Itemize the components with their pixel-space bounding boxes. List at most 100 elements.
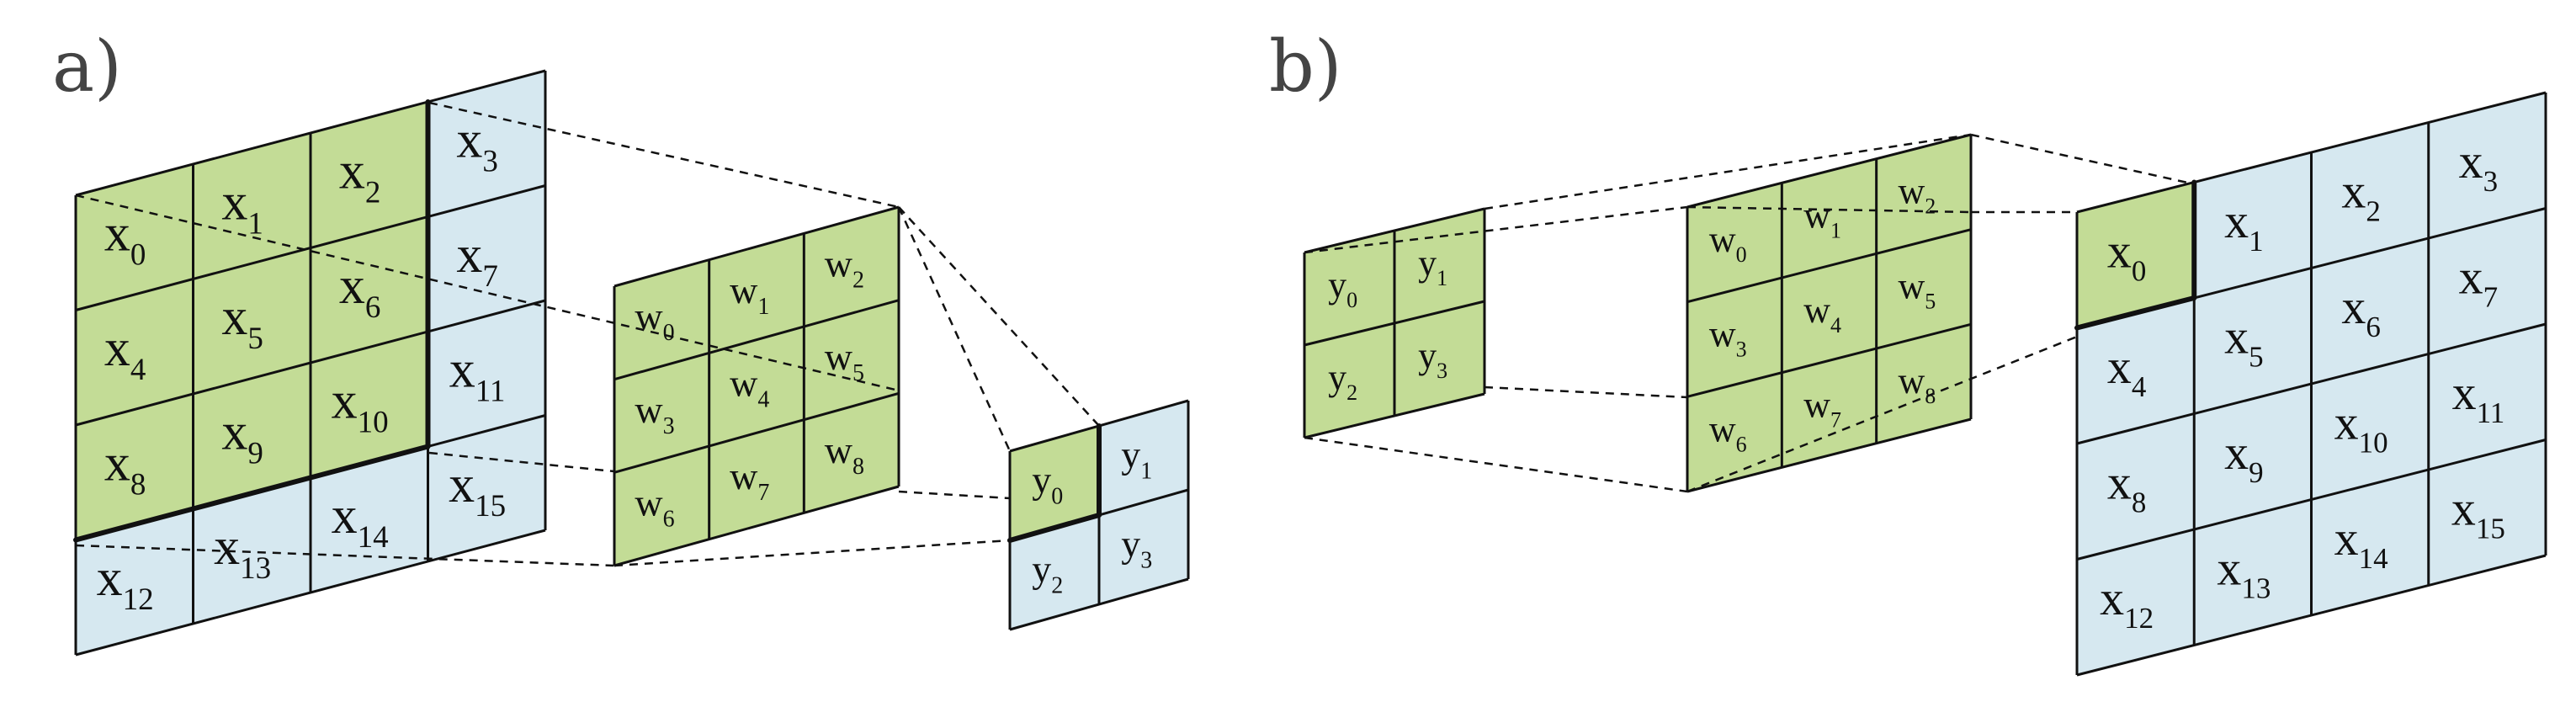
a-input-hline	[75, 184, 546, 311]
a-kernel-cell-1	[709, 233, 805, 354]
b-input-cell-2	[1304, 323, 1394, 438]
b-output-cell-6	[2311, 238, 2429, 384]
a-input-cell-2	[311, 102, 428, 248]
a-input-label-5: x5	[221, 289, 263, 356]
a-output-label-1: y1	[1121, 433, 1152, 485]
a-input-cell-8	[76, 394, 194, 540]
a-kernel-label-1: w1	[730, 268, 769, 320]
b-projection-line-3	[1686, 205, 1972, 214]
b-projection-line-1	[1970, 133, 2192, 185]
a-input-label-8: x8	[104, 434, 146, 502]
b-kernel-cell-3	[1687, 278, 1782, 397]
b-output-hline	[2076, 322, 2547, 445]
b-output-cell-5	[2194, 268, 2312, 414]
a-input-label-10: x10	[332, 372, 389, 439]
b-kernel-label-0: w0	[1709, 219, 1747, 267]
a-input-cell-4	[76, 279, 194, 425]
a-input-label-11: x11	[449, 341, 506, 408]
b-kernel-label-8: w8	[1899, 360, 1936, 408]
a-kernel-hline	[613, 391, 900, 474]
a-input-cell-13	[193, 477, 311, 624]
b-input-label-3: y3	[1418, 335, 1447, 383]
a-output-cell-0	[1010, 426, 1099, 540]
a-kernel-cell-0	[614, 259, 709, 380]
b-kernel-cell-2	[1876, 135, 1971, 254]
a-kernel-label-4: w4	[730, 362, 769, 413]
b-projection-line-5	[1304, 436, 1688, 493]
b-kernel-label-1: w1	[1803, 194, 1841, 242]
b-output-label-11: x11	[2452, 365, 2505, 429]
b-kernel-cell-8	[1876, 324, 1971, 444]
b-projection-line-0	[1484, 133, 1972, 210]
b-input-label-2: y2	[1328, 357, 1357, 405]
a-input-label-9: x9	[221, 403, 263, 470]
b-output-hline	[2076, 554, 2547, 677]
a-kernel-cell-2	[804, 207, 899, 327]
b-kernel-cell-1	[1782, 158, 1877, 278]
b-input-hline	[1304, 207, 1485, 254]
a-kernel-label-8: w8	[825, 428, 864, 480]
a-output-label-3: y3	[1121, 523, 1152, 574]
a-input-hline	[75, 299, 546, 427]
a-kernel-cell-7	[709, 419, 805, 540]
b-output-cell-11	[2428, 324, 2546, 470]
b-kernel-hline	[1686, 417, 1972, 493]
b-projection-line-2	[1304, 205, 1688, 254]
a-output-cell-1	[1099, 401, 1188, 515]
a-output-label-0: y0	[1032, 459, 1063, 510]
a-kernel-hline	[613, 485, 900, 567]
a-projection-line-7	[897, 206, 1012, 452]
b-kernel-label-5: w5	[1899, 265, 1936, 313]
a-input-highlight-border	[308, 444, 431, 481]
cell-labels: x0x1x2x3x4x5x6x7x8x9x10x11x12x13x14x15w0…	[97, 111, 2505, 635]
a-input-cell-5	[193, 247, 311, 394]
a-input-cell-0	[76, 164, 194, 311]
b-output-label-14: x14	[2334, 511, 2388, 575]
b-output-cell-0	[2077, 182, 2195, 328]
a-kernel-cell-8	[804, 393, 899, 513]
a-output-cell-3	[1099, 490, 1188, 604]
b-output-label-3: x3	[2459, 134, 2499, 198]
a-input-cell-6	[311, 216, 428, 363]
a-input-cell-1	[193, 133, 311, 279]
a-input-cell-10	[311, 332, 428, 478]
a-input-cell-9	[193, 363, 311, 509]
a-input-highlight-border	[190, 475, 313, 512]
b-projection-line-6	[1686, 335, 2078, 493]
a-kernel-cell-4	[709, 327, 805, 446]
a-input-label-2: x2	[339, 142, 381, 210]
a-output-highlight-border	[1007, 513, 1102, 543]
b-output-cell-7	[2428, 208, 2546, 354]
b-input-cell-1	[1394, 209, 1485, 323]
a-kernel-cell-6	[614, 446, 709, 566]
a-input-label-14: x14	[332, 487, 389, 555]
b-output-cell-2	[2311, 122, 2429, 268]
b-kernel-hline	[1686, 228, 1972, 304]
a-kernel-label-3: w3	[635, 388, 674, 439]
a-output-cell-2	[1010, 515, 1099, 630]
b-kernel-cell-5	[1876, 229, 1971, 348]
a-projection-line-3	[428, 451, 615, 473]
b-output-label-2: x2	[2341, 164, 2381, 228]
a-projection-line-5	[613, 539, 1011, 567]
a-input-cell-11	[428, 300, 545, 447]
b-output-cell-12	[2077, 529, 2195, 675]
b-output-label-0: x0	[2107, 224, 2147, 288]
b-output-label-10: x10	[2334, 396, 2388, 460]
a-kernel-label-6: w6	[635, 481, 674, 533]
b-output-cell-1	[2194, 152, 2312, 298]
a-input-label-4: x4	[104, 320, 146, 387]
b-kernel-hline	[1686, 133, 1972, 209]
b-output-label-7: x7	[2459, 250, 2499, 314]
a-input-label-6: x6	[339, 258, 381, 325]
b-output-cell-13	[2194, 499, 2312, 646]
b-output-label-8: x8	[2107, 455, 2147, 519]
a-input-label-13: x13	[214, 518, 271, 586]
a-kernel-label-0: w0	[635, 295, 674, 346]
b-output-cell-10	[2311, 354, 2429, 500]
b-output-label-4: x4	[2107, 339, 2147, 403]
a-kernel-hline	[613, 205, 900, 288]
a-input-cell-7	[428, 185, 545, 332]
cell-fills	[76, 71, 2546, 675]
